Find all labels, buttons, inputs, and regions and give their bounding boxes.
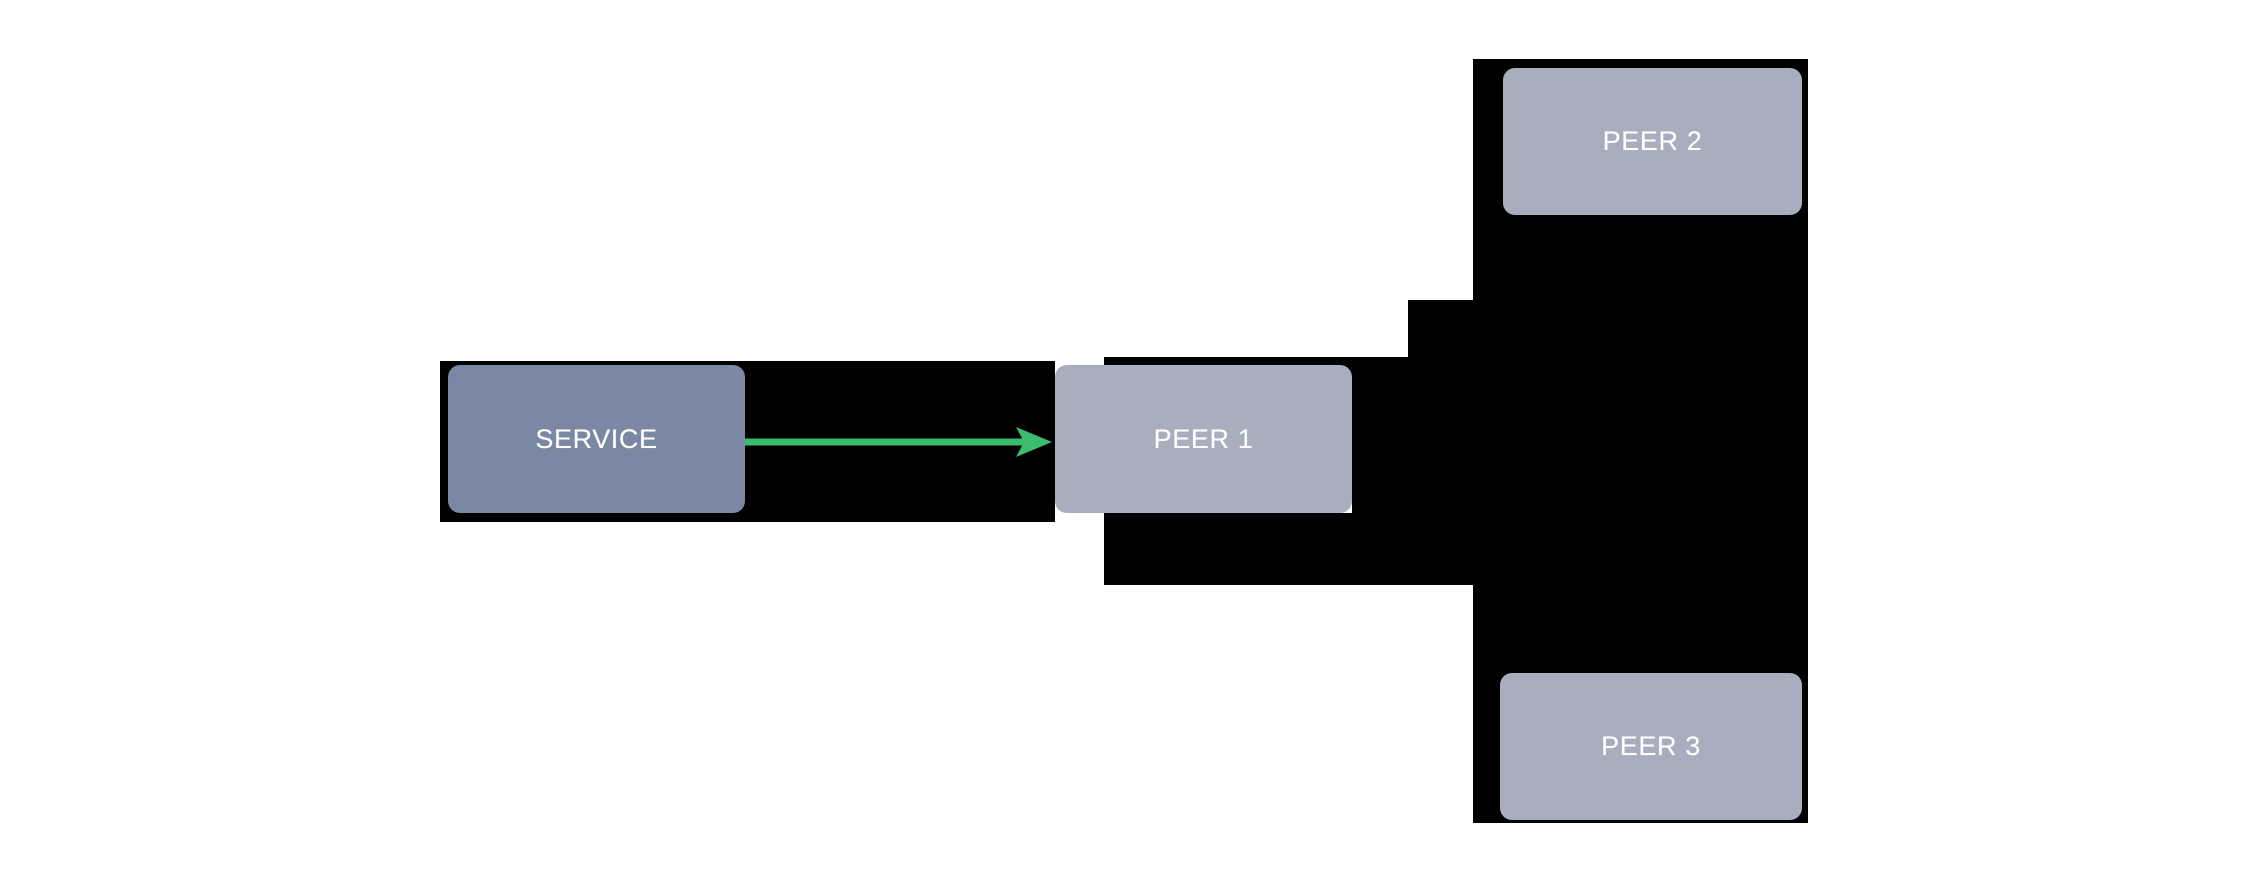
- node-peer2-label: PEER 2: [1602, 126, 1703, 156]
- connector-block-service-peer1-gap: [745, 361, 1055, 522]
- node-peer1[interactable]: PEER 1: [1055, 365, 1352, 513]
- node-service-label: SERVICE: [535, 423, 658, 454]
- node-service[interactable]: SERVICE: [448, 365, 745, 513]
- node-peer2[interactable]: PEER 2: [1503, 68, 1802, 215]
- connector-block-upper-step-column: [1408, 300, 1473, 585]
- node-peer3-label: PEER 3: [1601, 731, 1701, 761]
- node-peer1-label: PEER 1: [1153, 423, 1254, 454]
- node-peer3[interactable]: PEER 3: [1500, 673, 1802, 820]
